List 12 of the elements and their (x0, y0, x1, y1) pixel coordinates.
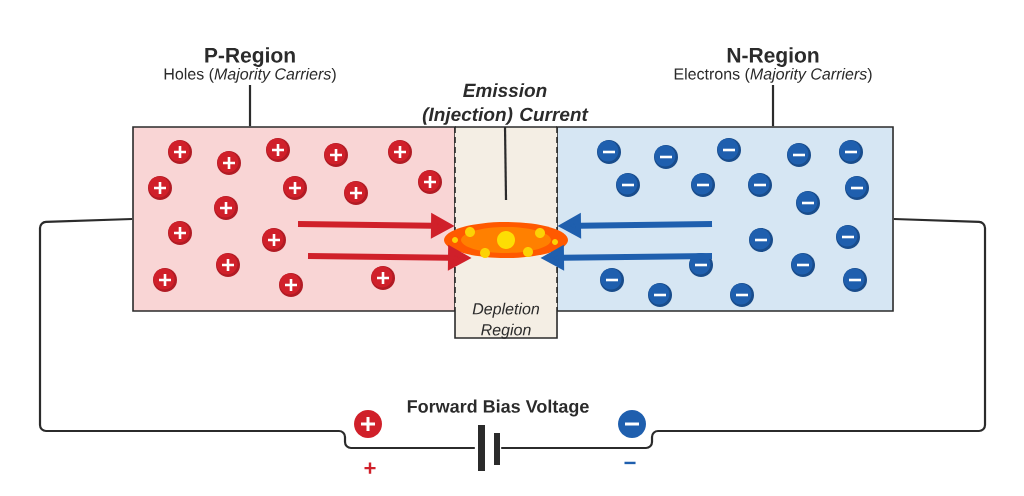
leader-line (248, 85, 252, 127)
plus-sign: + (364, 462, 376, 474)
region-heading: P-Region Holes (Majority Carriers) (164, 47, 336, 83)
battery-symbol (478, 425, 500, 471)
leader-line (771, 85, 775, 127)
region-heading: N-Region Electrons (Majority Carriers) (674, 47, 872, 83)
minus-sign: − (624, 461, 636, 465)
voltage-label: Forward Bias Voltage (407, 399, 589, 417)
circuit-wire (501, 217, 987, 450)
leader-line (503, 127, 508, 200)
circuit-wire (38, 217, 475, 450)
current-heading: Emission (Injection) Current (422, 83, 589, 125)
